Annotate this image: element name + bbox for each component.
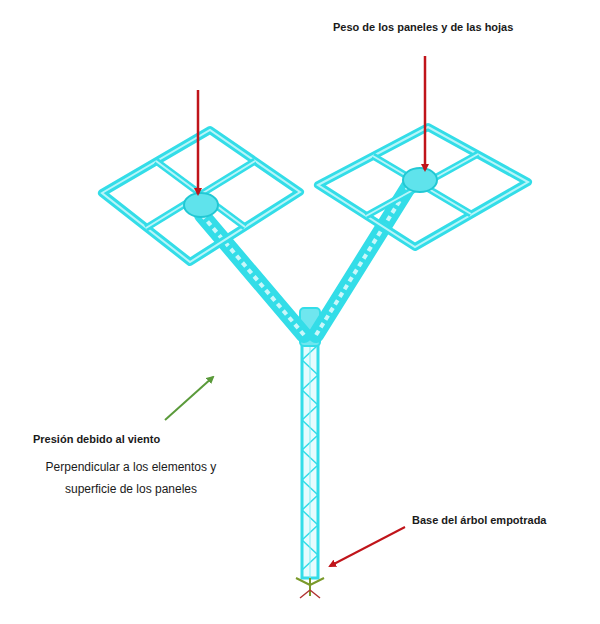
load-arrow: [197, 90, 200, 194]
solar-panel: [318, 127, 528, 247]
arms: [202, 178, 414, 335]
leader-arrow: [330, 527, 405, 566]
wind-arrow: [165, 377, 213, 420]
fixed-support: [296, 578, 324, 598]
wind-note: Perpendicular a los elementos y superfic…: [36, 456, 226, 500]
load-label: Peso de los paneles y de las hojas: [333, 20, 515, 34]
trunk: [300, 308, 320, 578]
wind-label: Presión debido al viento: [33, 432, 203, 446]
solar-panel: [102, 130, 300, 262]
load-arrow: [424, 56, 427, 170]
support-label: Base del árbol empotrada: [412, 513, 592, 527]
